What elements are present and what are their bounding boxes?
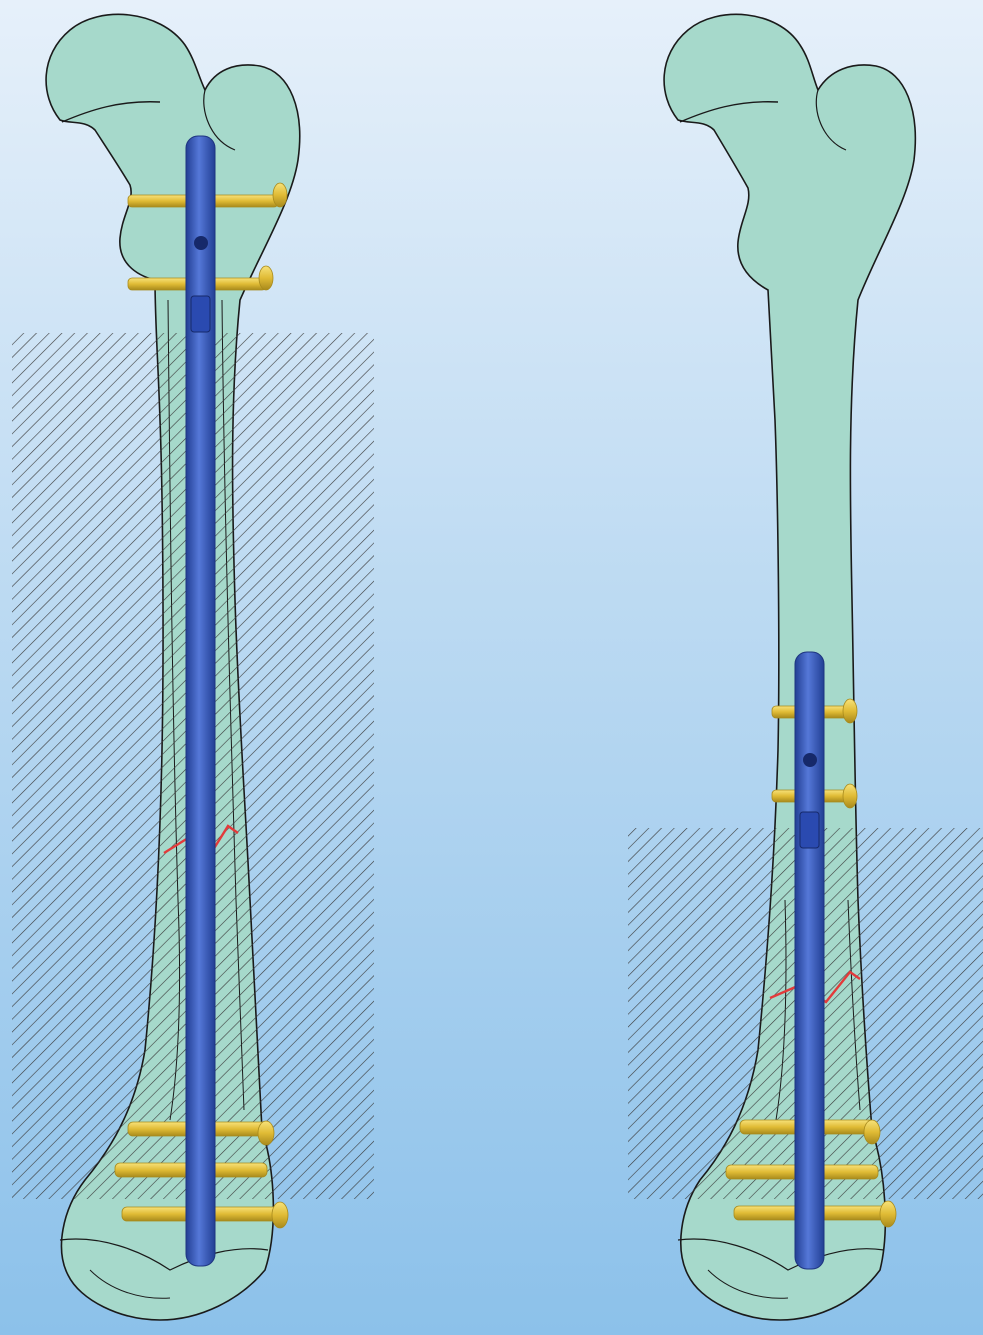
nail-left xyxy=(186,136,215,1266)
panel-right xyxy=(628,14,983,1320)
nail-right xyxy=(795,652,824,1269)
panel-left xyxy=(12,14,374,1320)
